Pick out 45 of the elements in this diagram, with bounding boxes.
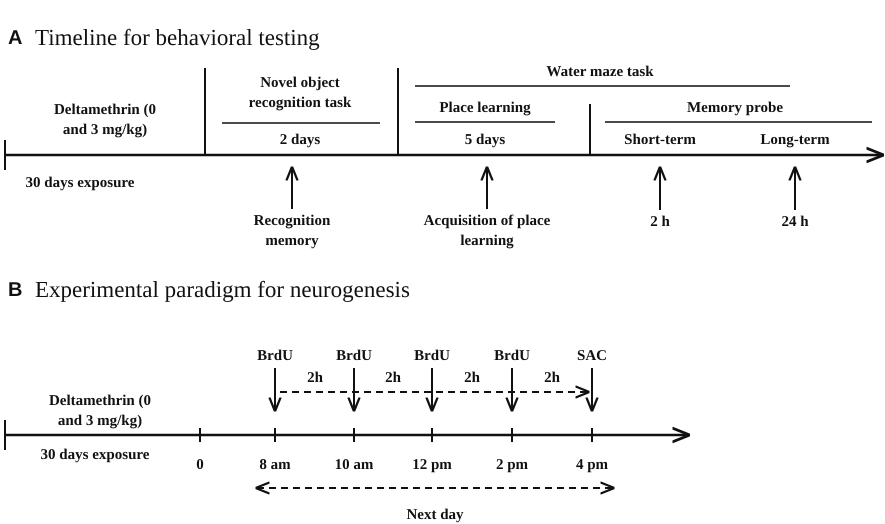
arrow: [347, 368, 361, 413]
text-label: SAC: [577, 346, 607, 366]
text-label: BrdU: [414, 346, 450, 366]
tick-label: 10 am: [334, 456, 374, 475]
panel-title: Experimental paradigm for neurogenesis: [35, 277, 410, 303]
text-label: BrdU: [336, 346, 372, 366]
arrow: [505, 368, 519, 413]
panel-letter: B: [8, 278, 22, 303]
arrow: [653, 165, 667, 210]
text-label: Place learning: [439, 99, 531, 118]
tick-label: 0: [196, 456, 204, 475]
arrow: [480, 165, 494, 209]
text-label: Recognition memory: [237, 211, 347, 251]
text-label: BrdU: [257, 346, 293, 366]
arrow: [425, 368, 439, 413]
text-label: 2h: [307, 369, 323, 388]
text-label: 30 days exposure: [26, 174, 134, 193]
text-label: Water maze task: [546, 63, 654, 82]
text-label: Next day: [406, 506, 464, 524]
text-label: Long-term: [760, 131, 830, 150]
panel-title: Timeline for behavioral testing: [35, 25, 320, 51]
text-label: 2h: [385, 369, 401, 388]
tick-label: 12 pm: [412, 456, 452, 475]
text-label: Short-term: [624, 131, 696, 150]
tick-label: 2 pm: [496, 456, 528, 475]
text-label: 30 days exposure: [40, 446, 150, 465]
arrow: [285, 165, 299, 209]
tick-label: 8 am: [259, 456, 291, 475]
arrow: [788, 165, 802, 210]
text-label: 24 h: [781, 212, 809, 232]
text-label: Memory probe: [687, 99, 783, 118]
text-label: 5 days: [464, 131, 506, 150]
text-label: Acquisition of place learning: [402, 211, 572, 251]
text-label: 2h: [544, 369, 560, 388]
tick-label: 4 pm: [576, 456, 608, 475]
arrow: [268, 368, 282, 413]
text-label: Deltamethrin (0 and 3 mg/kg): [52, 101, 158, 140]
text-label: BrdU: [494, 346, 530, 366]
text-label: 2 days: [280, 131, 320, 150]
text-label: Deltamethrin (0 and 3 mg/kg): [48, 392, 152, 431]
arrow: [585, 368, 599, 413]
text-label: 2 h: [650, 212, 670, 232]
text-label: 2h: [464, 369, 480, 388]
panel-letter: A: [8, 26, 22, 51]
text-label: Novel object recognition task: [248, 74, 352, 113]
